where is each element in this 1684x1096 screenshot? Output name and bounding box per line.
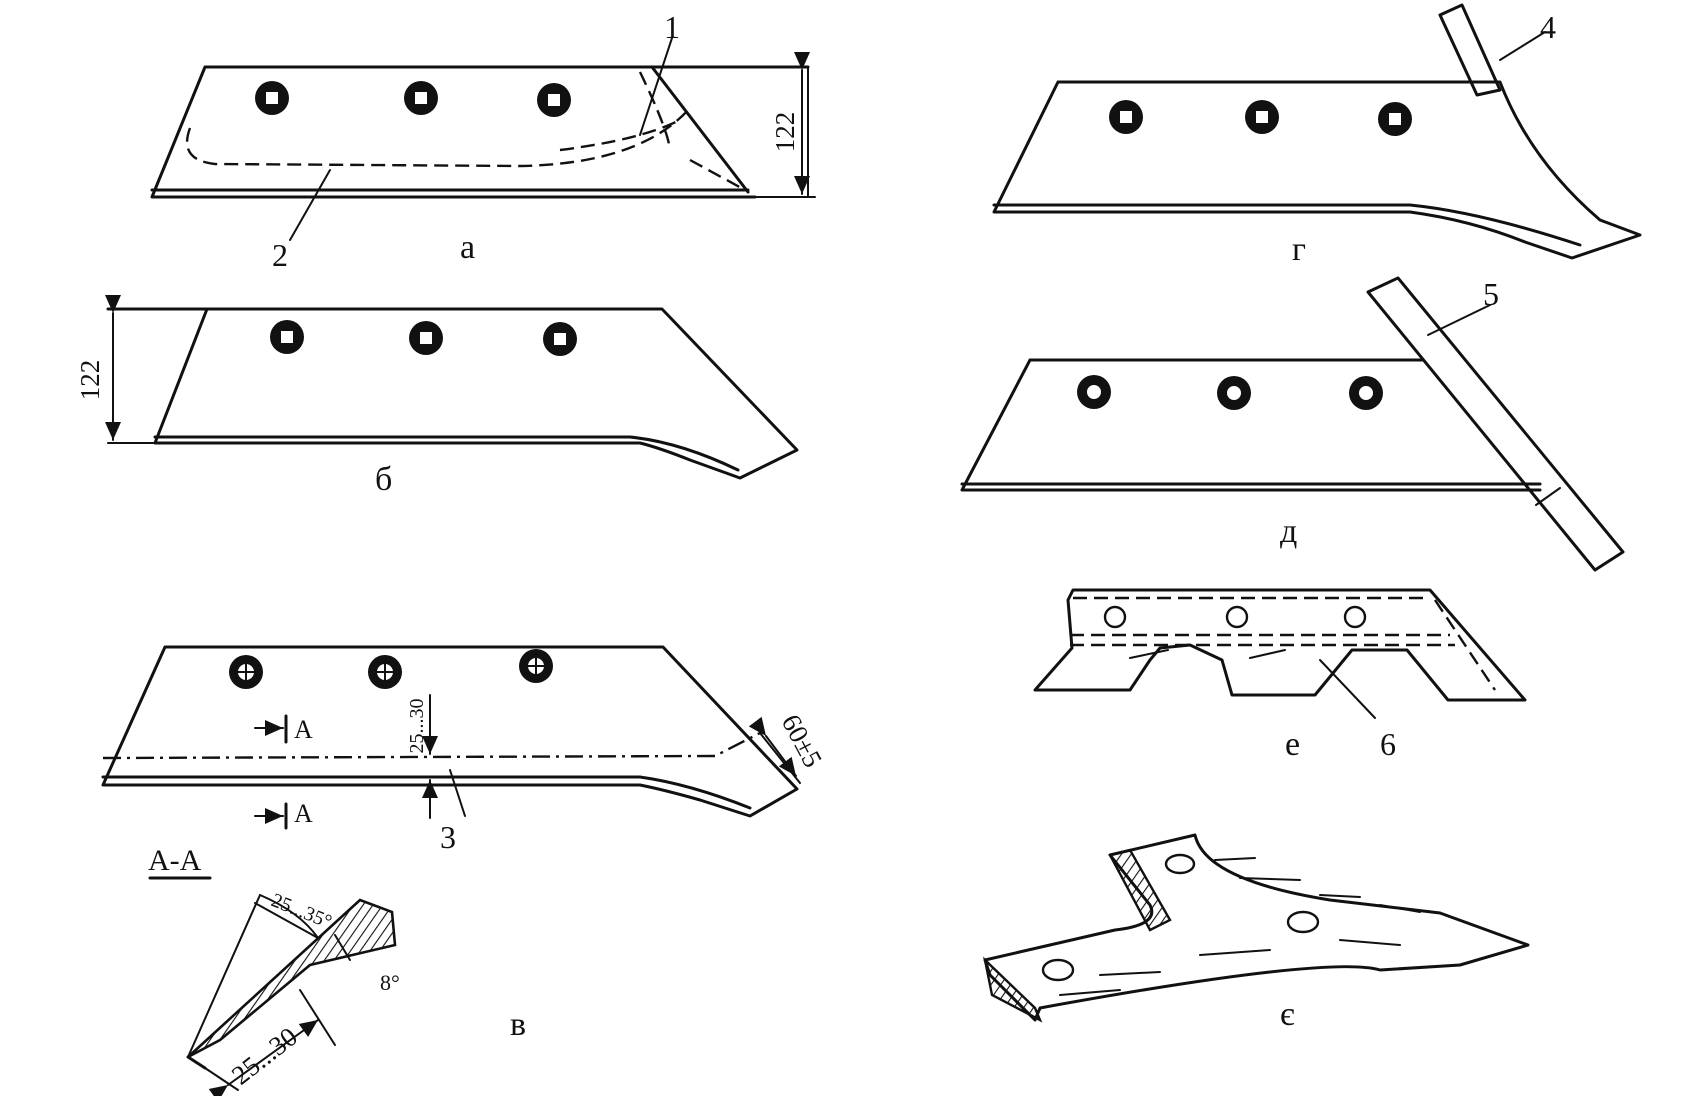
callout-3: 3 bbox=[440, 819, 456, 855]
section-view bbox=[186, 894, 397, 1096]
mounting-hole bbox=[1245, 100, 1279, 134]
figure-label: а bbox=[460, 229, 475, 266]
mounting-hole bbox=[229, 655, 263, 689]
section-mark-bottom: А bbox=[294, 799, 313, 828]
mounting-hole bbox=[1343, 605, 1367, 629]
mounting-hole bbox=[1225, 605, 1249, 629]
mounting-hole bbox=[255, 81, 289, 115]
figure-label: г bbox=[1292, 231, 1306, 268]
mounting-hole bbox=[1349, 376, 1383, 410]
mounting-hole bbox=[537, 83, 571, 117]
dimension-label: 122 bbox=[770, 112, 800, 153]
section-mark-top: А bbox=[294, 715, 313, 744]
band-dimension: 25...30 bbox=[406, 699, 428, 754]
dimension-label: 122 bbox=[75, 360, 105, 401]
callout-2: 2 bbox=[272, 237, 288, 273]
mounting-hole bbox=[1286, 910, 1320, 934]
callout-6: 6 bbox=[1380, 726, 1396, 762]
mounting-hole bbox=[519, 649, 553, 683]
figure-label: в bbox=[510, 1006, 526, 1043]
figure-a: 122 1 2 а bbox=[150, 9, 816, 273]
mounting-hole bbox=[1217, 376, 1251, 410]
callout-1: 1 bbox=[664, 9, 680, 45]
figure-label: д bbox=[1280, 513, 1297, 550]
mounting-hole bbox=[270, 320, 304, 354]
figure-label: е bbox=[1285, 726, 1300, 763]
figure-ye: є bbox=[983, 833, 1530, 1033]
figure-label: є bbox=[1280, 996, 1295, 1033]
figure-label: б bbox=[375, 461, 392, 498]
mounting-hole bbox=[404, 81, 438, 115]
mounting-hole bbox=[1164, 853, 1196, 875]
figure-b: 122 б bbox=[75, 295, 799, 498]
callout-5: 5 bbox=[1483, 276, 1499, 312]
mounting-hole bbox=[1103, 605, 1127, 629]
mounting-hole bbox=[543, 322, 577, 356]
figure-g: 4 г bbox=[992, 3, 1642, 268]
callout-4: 4 bbox=[1540, 9, 1556, 45]
mounting-hole bbox=[1109, 100, 1143, 134]
mounting-hole bbox=[368, 655, 402, 689]
section-angle: 25...35° bbox=[268, 889, 335, 933]
mounting-hole bbox=[1041, 958, 1075, 982]
mounting-hole bbox=[409, 321, 443, 355]
figure-d: 5 д bbox=[960, 276, 1625, 572]
mounting-hole bbox=[1077, 375, 1111, 409]
section-edge-angle: 8° bbox=[380, 970, 400, 995]
section-width: 25...30 bbox=[226, 1021, 303, 1090]
mounting-hole bbox=[1378, 102, 1412, 136]
figure-v: А А 25...30 60±5 3 А-А 25...35° 8° 25...… bbox=[101, 645, 828, 1096]
figure-e: 6 е bbox=[1033, 588, 1527, 763]
section-title: А-А bbox=[148, 844, 202, 877]
